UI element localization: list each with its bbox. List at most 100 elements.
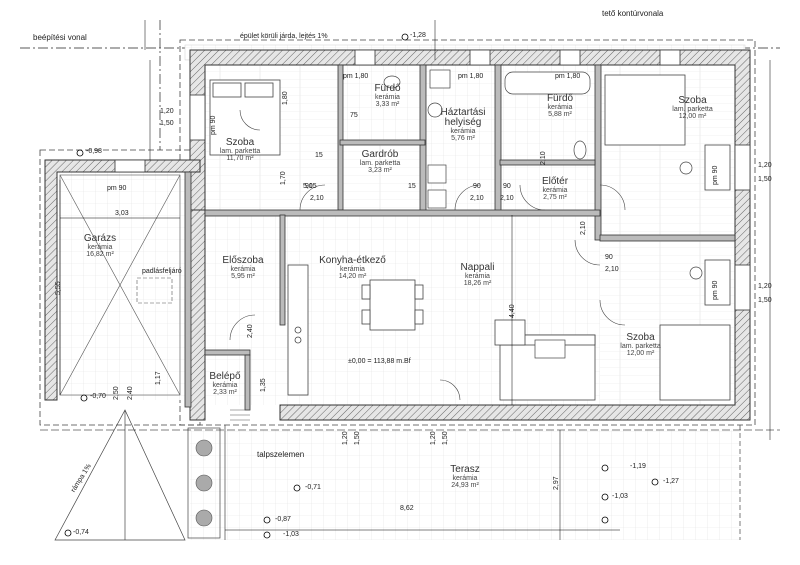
room-area: 2,75 m² (543, 194, 567, 201)
room-name: Szoba (678, 95, 707, 106)
room-area: 5,95 m² (231, 273, 255, 280)
toilet-icon (383, 75, 587, 160)
room-floor: lam. parketta (620, 343, 661, 350)
level-103a: -1,03 (283, 531, 299, 538)
chair-icon (679, 161, 703, 280)
pm-e2: pm 90 (712, 280, 719, 300)
bed-icon-se (659, 324, 731, 401)
room-szoba-nw: Szoba lam. parketta 11,70 m² (205, 138, 275, 163)
room-szoba-ne: Szoba lam. parketta 12,00 m² (655, 95, 730, 121)
dim-555: 5,55 (55, 281, 62, 295)
kitchen-counter-icon (287, 264, 309, 396)
room-furdo-1: Fürdő kerámia 3,33 m² (355, 83, 420, 109)
room-name: Szoba (626, 332, 655, 343)
d-117: 1,17 (155, 371, 162, 385)
d-150e: 1,50 (442, 431, 449, 445)
pm-180-1: pm 1,80 (343, 73, 369, 80)
room-area: 12,00 m² (678, 113, 707, 120)
room-name: Fürdő (546, 93, 574, 104)
d-150b: 1,50 (758, 176, 772, 183)
floor-level-label: ±0,00 = 113,88 m.Bf (348, 358, 411, 365)
room-name: Terasz (450, 464, 480, 475)
coffee-table-icon (534, 339, 566, 359)
d-75: 75 (350, 112, 358, 119)
pm-w: pm 90 (210, 115, 217, 135)
room-floor: kerámia (547, 104, 573, 111)
room-name-2: helyiség (444, 117, 482, 128)
room-name: Előtér (541, 176, 569, 187)
room-haztartasi: Háztartási helyiség kerámia 5,76 m² (428, 107, 498, 143)
pm-180-2: pm 1,80 (458, 73, 484, 80)
dim-303: 3,03 (115, 210, 129, 217)
terrace (187, 425, 741, 540)
room-name: Nappali (460, 262, 495, 273)
sink-icon (427, 69, 451, 118)
room-area: 3,33 m² (375, 101, 400, 108)
washing-machine-icon (427, 164, 447, 209)
dw-210f: 2,10 (580, 221, 587, 235)
room-floor: kerámia (542, 187, 568, 194)
d-120c: 1,20 (758, 283, 772, 290)
d-135: 1,35 (260, 378, 267, 392)
level-127: -1,27 (663, 478, 679, 485)
d-120a: 1,20 (160, 108, 174, 115)
room-area: 2,33 m² (213, 389, 237, 396)
room-floor: lam. parketta (672, 106, 713, 113)
room-floor: lam. parketta (359, 160, 401, 167)
dimension-lines (40, 20, 780, 540)
d-120e: 1,20 (430, 431, 437, 445)
planter-icon (195, 439, 213, 527)
room-floor: kerámia (212, 382, 238, 389)
d-90d: 90 (605, 254, 613, 261)
room-name: Fürdő (374, 83, 401, 94)
level-128: -1,28 (410, 32, 426, 39)
entry-steps (230, 409, 250, 421)
talpszelemen-label: talpszelemen (257, 450, 305, 459)
room-area: 18,26 m² (463, 280, 492, 287)
room-area: 5,88 m² (548, 111, 572, 118)
d-90a: 90 (305, 183, 313, 190)
room-name: Háztartási (440, 107, 486, 118)
level-mark-icon (64, 33, 659, 539)
level-087: -0,87 (275, 516, 291, 523)
door-swing-icon (229, 109, 626, 401)
d-120b: 1,20 (758, 162, 772, 169)
d-170: 1,70 (280, 171, 287, 185)
room-area: 12,00 m² (626, 350, 655, 357)
dim-440: 4,40 (509, 304, 516, 318)
room-floor: kerámia (452, 475, 478, 482)
window-icon (114, 49, 751, 311)
room-szoba-se: Szoba lam. parketta 12,00 m² (603, 332, 678, 358)
room-name: Garázs (83, 233, 117, 244)
bed-icon-ne (604, 74, 686, 146)
dw-210b: 2,10 (470, 195, 484, 202)
d-250: 2,50 (113, 386, 120, 400)
level-119: -1,19 (630, 463, 646, 470)
ramp (54, 409, 186, 541)
room-area: 3,23 m² (368, 167, 392, 174)
room-gardrob: Gardrób lam. parketta 3,23 m² (345, 150, 415, 175)
d-15b: 15 (315, 152, 323, 159)
room-nappali: Nappali kerámia 18,26 m² (445, 262, 510, 288)
room-eloszoba: Előszoba kerámia 5,95 m² (212, 256, 274, 281)
pm-180-3: pm 1,80 (555, 73, 581, 80)
padlasfeljaro-label: padlásfeljáró (142, 268, 182, 275)
d-120d: 1,20 (342, 431, 349, 445)
dw-210a: 2,10 (310, 195, 324, 202)
room-belepo: Belépő kerámia 2,33 m² (205, 372, 245, 397)
room-eloter: Előtér kerámia 2,75 m² (530, 176, 580, 202)
room-area: 24,93 m² (451, 482, 479, 489)
room-terasz: Terasz kerámia 24,93 m² (430, 464, 500, 490)
room-area: 16,82 m² (86, 251, 114, 258)
room-name: Konyha-étkező (319, 255, 386, 266)
jarda-label: épület körüli járda, lejtés 1% (240, 33, 328, 40)
room-floor: lam. parketta (219, 148, 261, 155)
dining-table-icon (361, 279, 424, 331)
room-floor: kerámia (375, 94, 400, 101)
room-area: 11,70 m² (226, 155, 254, 162)
pm-garage: pm 90 (107, 185, 127, 192)
d-150d: 1,50 (354, 431, 361, 445)
interior-walls (184, 64, 736, 411)
room-area: 14,20 m² (338, 273, 367, 280)
